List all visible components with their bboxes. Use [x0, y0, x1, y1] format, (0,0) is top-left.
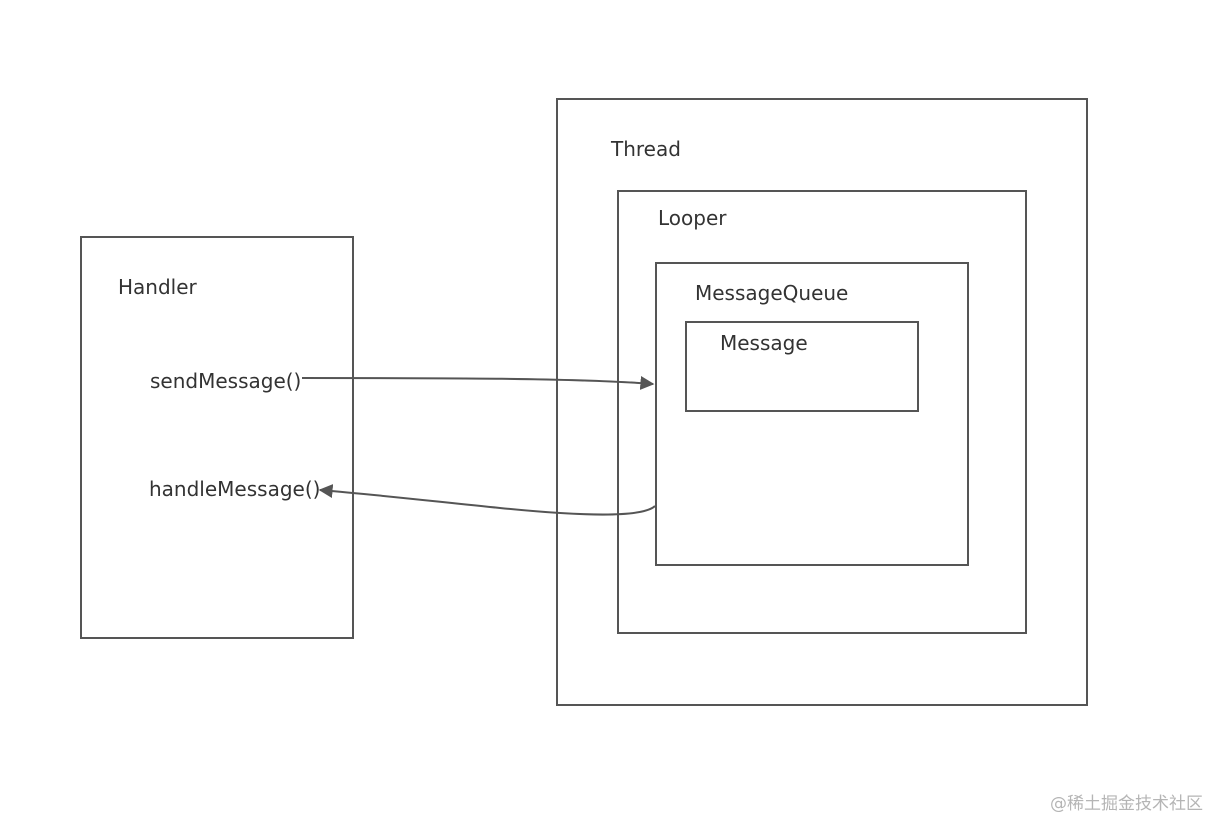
send-message-label: sendMessage(): [150, 369, 302, 393]
watermark-text: @稀土掘金技术社区: [1050, 794, 1203, 814]
thread-box: [556, 98, 1088, 706]
handler-title: Handler: [118, 275, 197, 299]
message-queue-title: MessageQueue: [695, 281, 849, 305]
thread-title: Thread: [611, 137, 681, 161]
message-box: [685, 321, 919, 412]
looper-title: Looper: [658, 206, 727, 230]
send-message-arrow: [301, 375, 655, 390]
handle-message-label: handleMessage(): [149, 477, 321, 501]
message-title: Message: [720, 331, 808, 355]
looper-box: [617, 190, 1027, 634]
message-queue-box: [655, 262, 969, 566]
handle-message-arrow: [318, 484, 656, 516]
handler-box: [80, 236, 354, 639]
